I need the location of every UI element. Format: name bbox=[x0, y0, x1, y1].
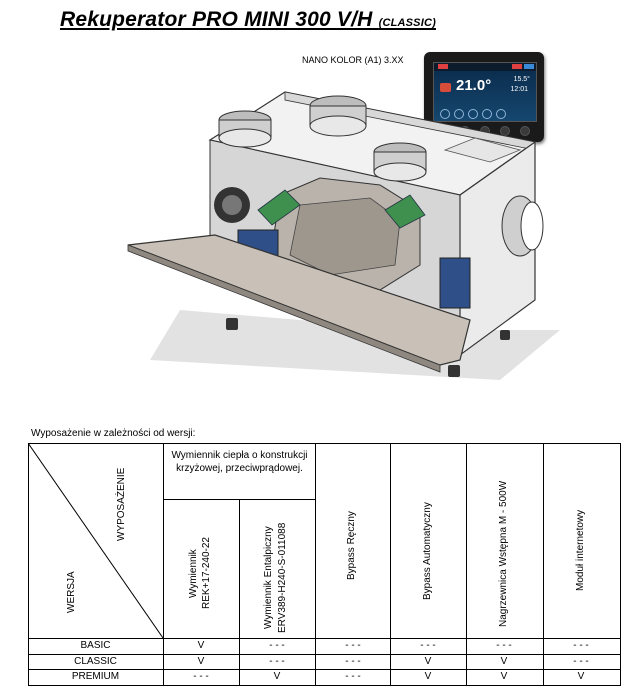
row-label-basic: BASIC bbox=[80, 640, 111, 651]
column-header-6: Moduł internetowy bbox=[575, 509, 586, 591]
cell-basic-5: - - - bbox=[496, 640, 512, 651]
cell-classic-6: - - - bbox=[573, 656, 589, 667]
cell-premium-6: V bbox=[577, 671, 585, 682]
screen-temperature: 21.0° bbox=[456, 77, 492, 94]
row-label-classic: CLASSIC bbox=[74, 656, 117, 667]
cell-classic-4: V bbox=[424, 656, 432, 667]
cell-classic-3: - - - bbox=[345, 656, 361, 667]
cell-basic-6: - - - bbox=[573, 640, 589, 651]
screen-small-value-2: 12:01 bbox=[510, 86, 528, 93]
duct-3 bbox=[373, 142, 427, 182]
cell-basic-3: - - - bbox=[345, 640, 361, 651]
cell-premium-2: V bbox=[273, 671, 281, 682]
table-caption: Wyposażenie w zależności od wersji: bbox=[31, 428, 196, 439]
column-header-3: Bypass Ręczny bbox=[346, 511, 357, 580]
title-main: Rekuperator PRO MINI 300 V/H bbox=[60, 8, 373, 31]
screen-small-value-1: 15.5° bbox=[513, 76, 530, 83]
corner-label-version: WERSJA bbox=[66, 571, 77, 613]
corner-diagonal bbox=[28, 443, 164, 639]
cell-premium-5: V bbox=[500, 671, 508, 682]
group-header: Wymiennik ciepła o konstrukcji krzyżowej… bbox=[171, 450, 308, 474]
column-header-2-line-2: ERV389-H240-S-011088 bbox=[277, 522, 288, 633]
controller-label: NANO KOLOR (A1) 3.XX bbox=[302, 55, 404, 65]
cell-classic-5: V bbox=[500, 656, 508, 667]
shadow bbox=[150, 310, 560, 380]
column-header-4: Bypass Automatyczny bbox=[422, 502, 433, 600]
screen-icons bbox=[440, 106, 530, 119]
cell-premium-4: V bbox=[424, 671, 432, 682]
corner-label-equipment: WYPOSAŻENIE bbox=[116, 467, 127, 541]
screen-top-bar bbox=[434, 63, 536, 71]
duct-2 bbox=[309, 95, 367, 137]
cell-basic-2: - - - bbox=[269, 640, 285, 651]
recuperator-illustration bbox=[127, 91, 560, 380]
page-title: Rekuperator PRO MINI 300 V/H (CLASSIC) bbox=[60, 8, 436, 32]
column-header-1-line-2: REK+17-240-22 bbox=[201, 537, 212, 609]
cell-premium-3: - - - bbox=[345, 671, 361, 682]
row-label-premium: PREMIUM bbox=[71, 671, 120, 682]
controller-screen: 21.0° 15.5° 12:01 bbox=[433, 62, 537, 122]
cell-classic-1: V bbox=[197, 656, 205, 667]
column-header-1-line-1: Wymiennik bbox=[188, 549, 199, 598]
fan-right bbox=[439, 257, 471, 309]
title-suffix: (CLASSIC) bbox=[378, 17, 436, 29]
column-header-2-line-1: Wymiennik Entalpiczny bbox=[263, 526, 274, 629]
duct-1 bbox=[218, 110, 272, 148]
equipment-table: WYPOSAŻENIE WERSJA Wymiennik ciepła o ko… bbox=[28, 443, 621, 686]
cell-basic-1: V bbox=[197, 640, 205, 651]
cell-basic-4: - - - bbox=[420, 640, 436, 651]
flame-icon bbox=[440, 83, 451, 92]
cell-classic-2: - - - bbox=[269, 656, 285, 667]
cell-premium-1: - - - bbox=[193, 671, 209, 682]
column-header-5: Nagrzewnica Wstępna M - 500W bbox=[498, 480, 509, 627]
